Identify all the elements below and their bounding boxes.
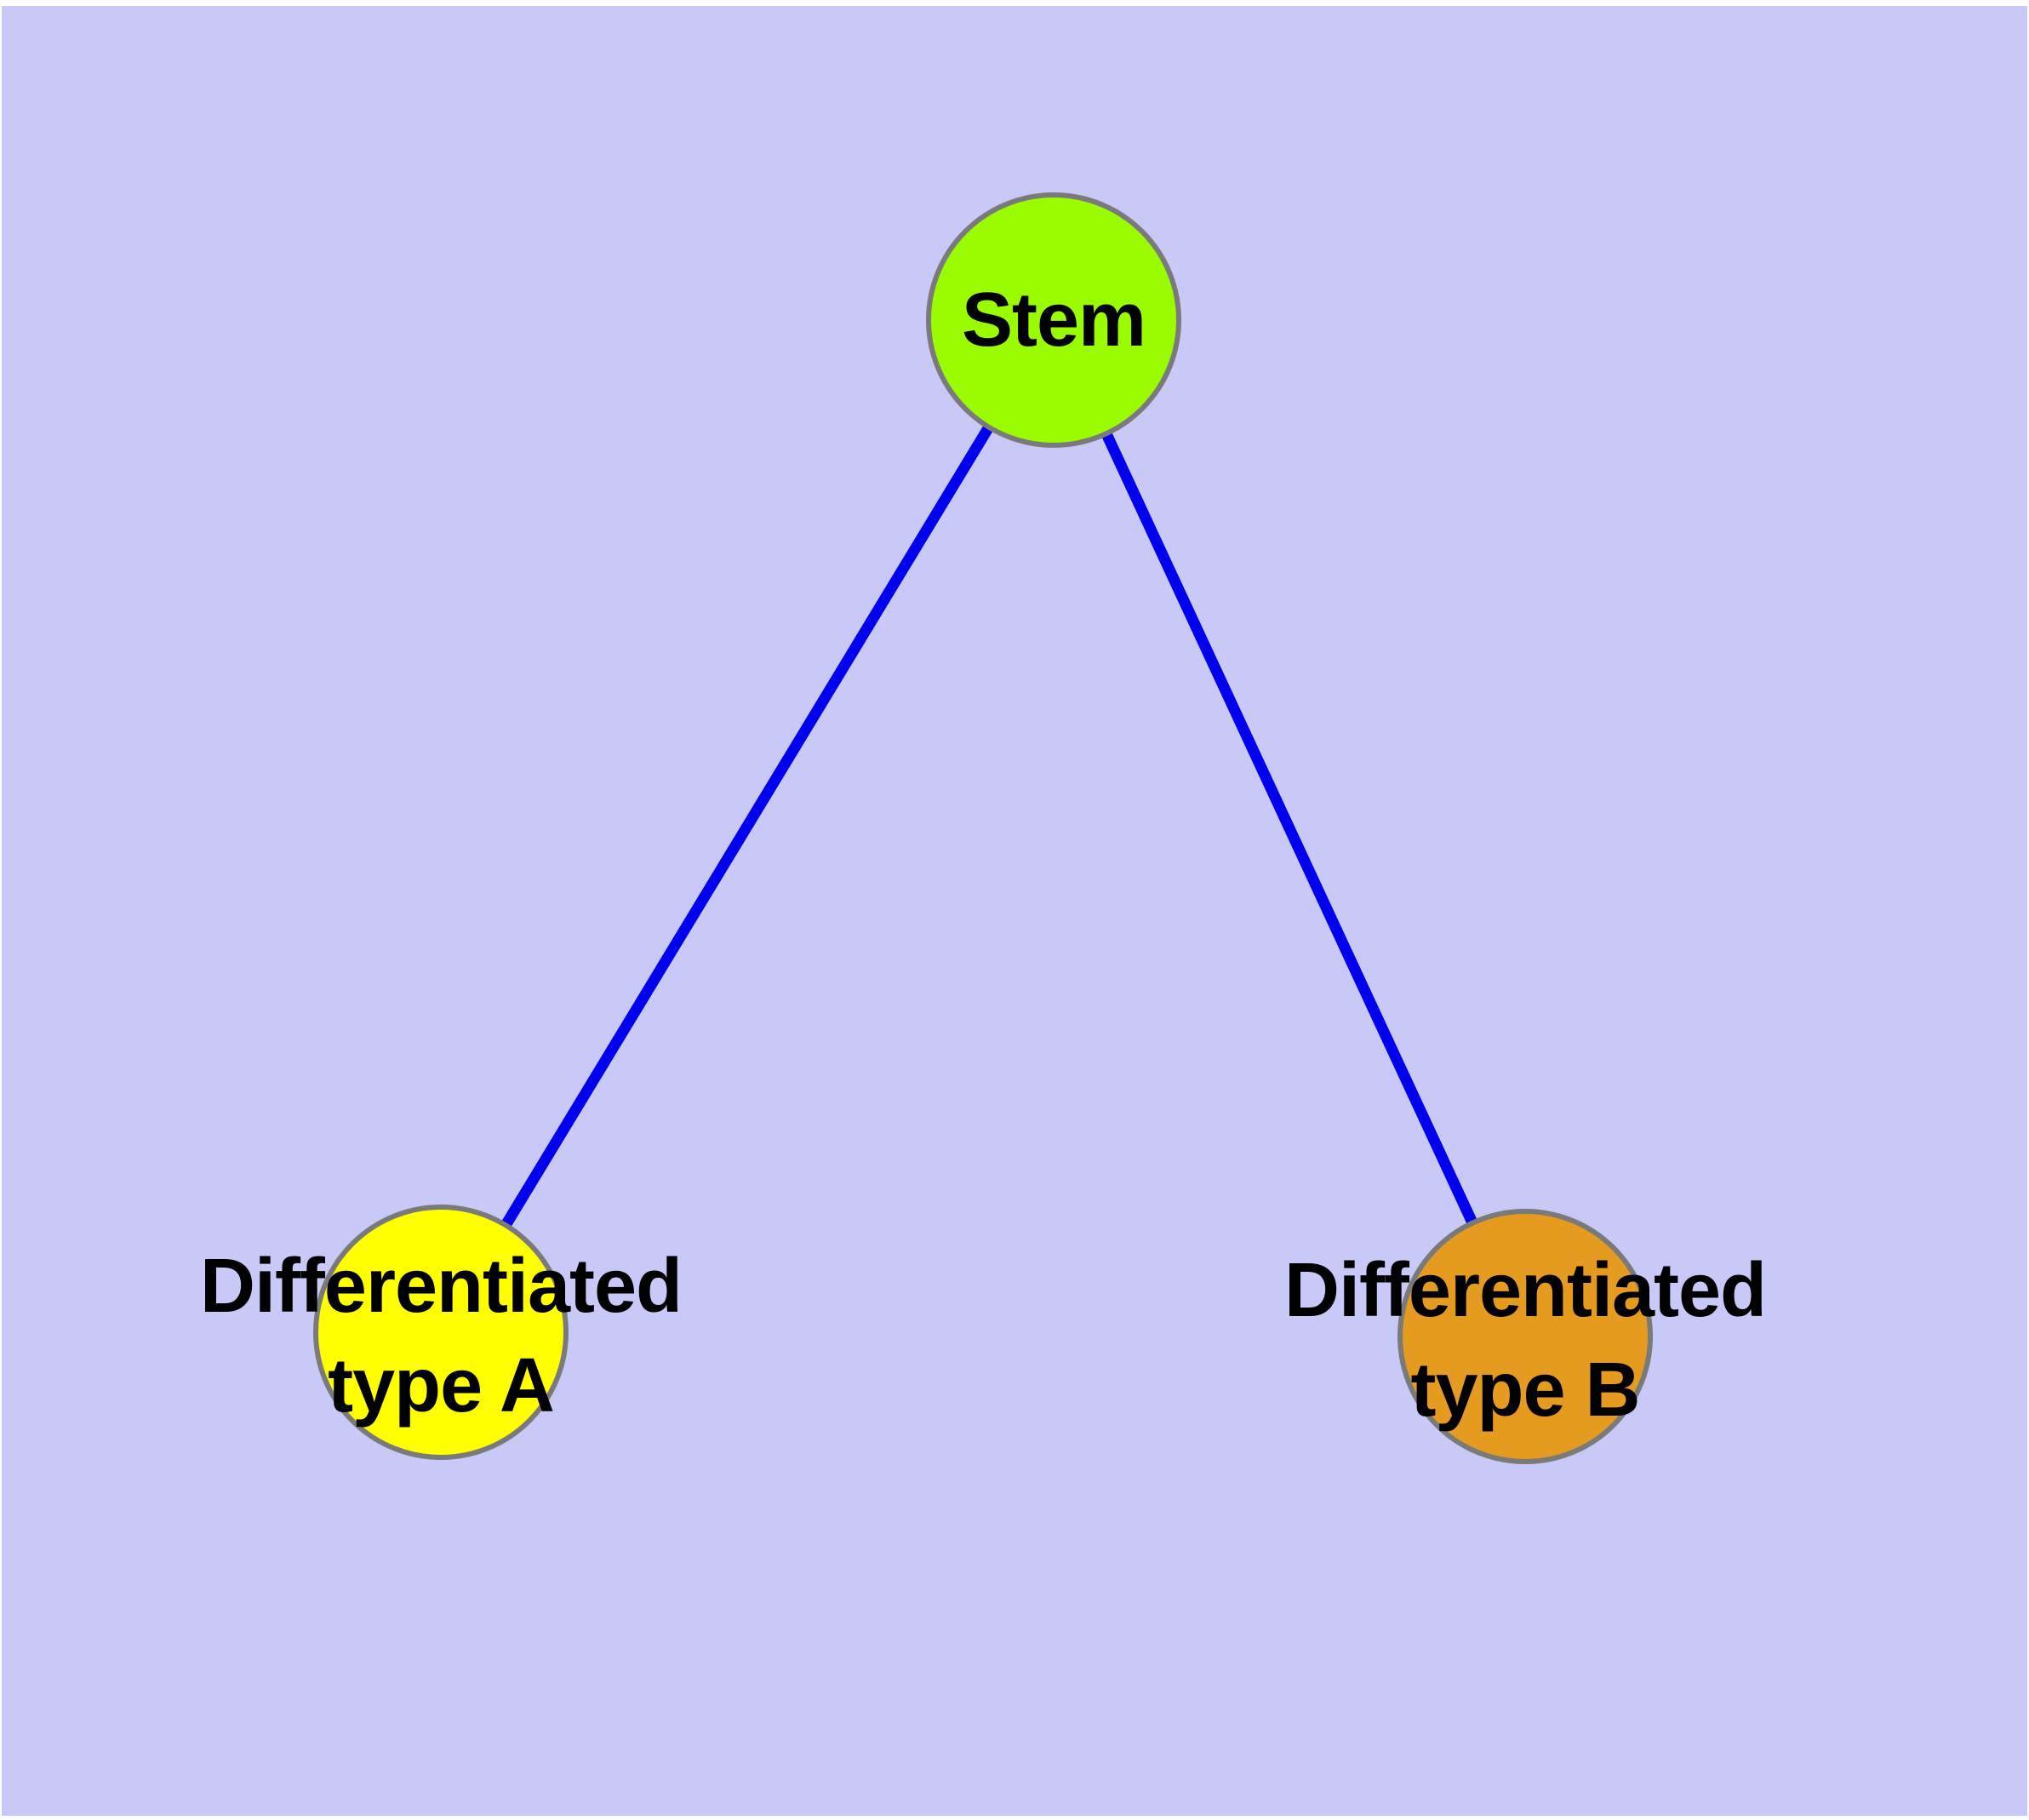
edges-layer <box>436 317 1530 1339</box>
node-differentiated-type-b-circle <box>1397 1209 1653 1464</box>
node-differentiated-type-a-circle <box>313 1205 569 1460</box>
edge-stem-to-type-b <box>1049 318 1530 1339</box>
node-stem-label: Stem <box>961 278 1146 363</box>
node-differentiated-type-b-label: Differentiated type B <box>1283 1248 1767 1433</box>
edge-stem-to-type-a <box>436 317 1059 1336</box>
diagram-canvas: Stem Differentiated type A Differentiate… <box>2 6 2027 1816</box>
node-differentiated-type-a-label: Differentiated type A <box>199 1244 683 1428</box>
node-stem-circle <box>926 192 1181 448</box>
